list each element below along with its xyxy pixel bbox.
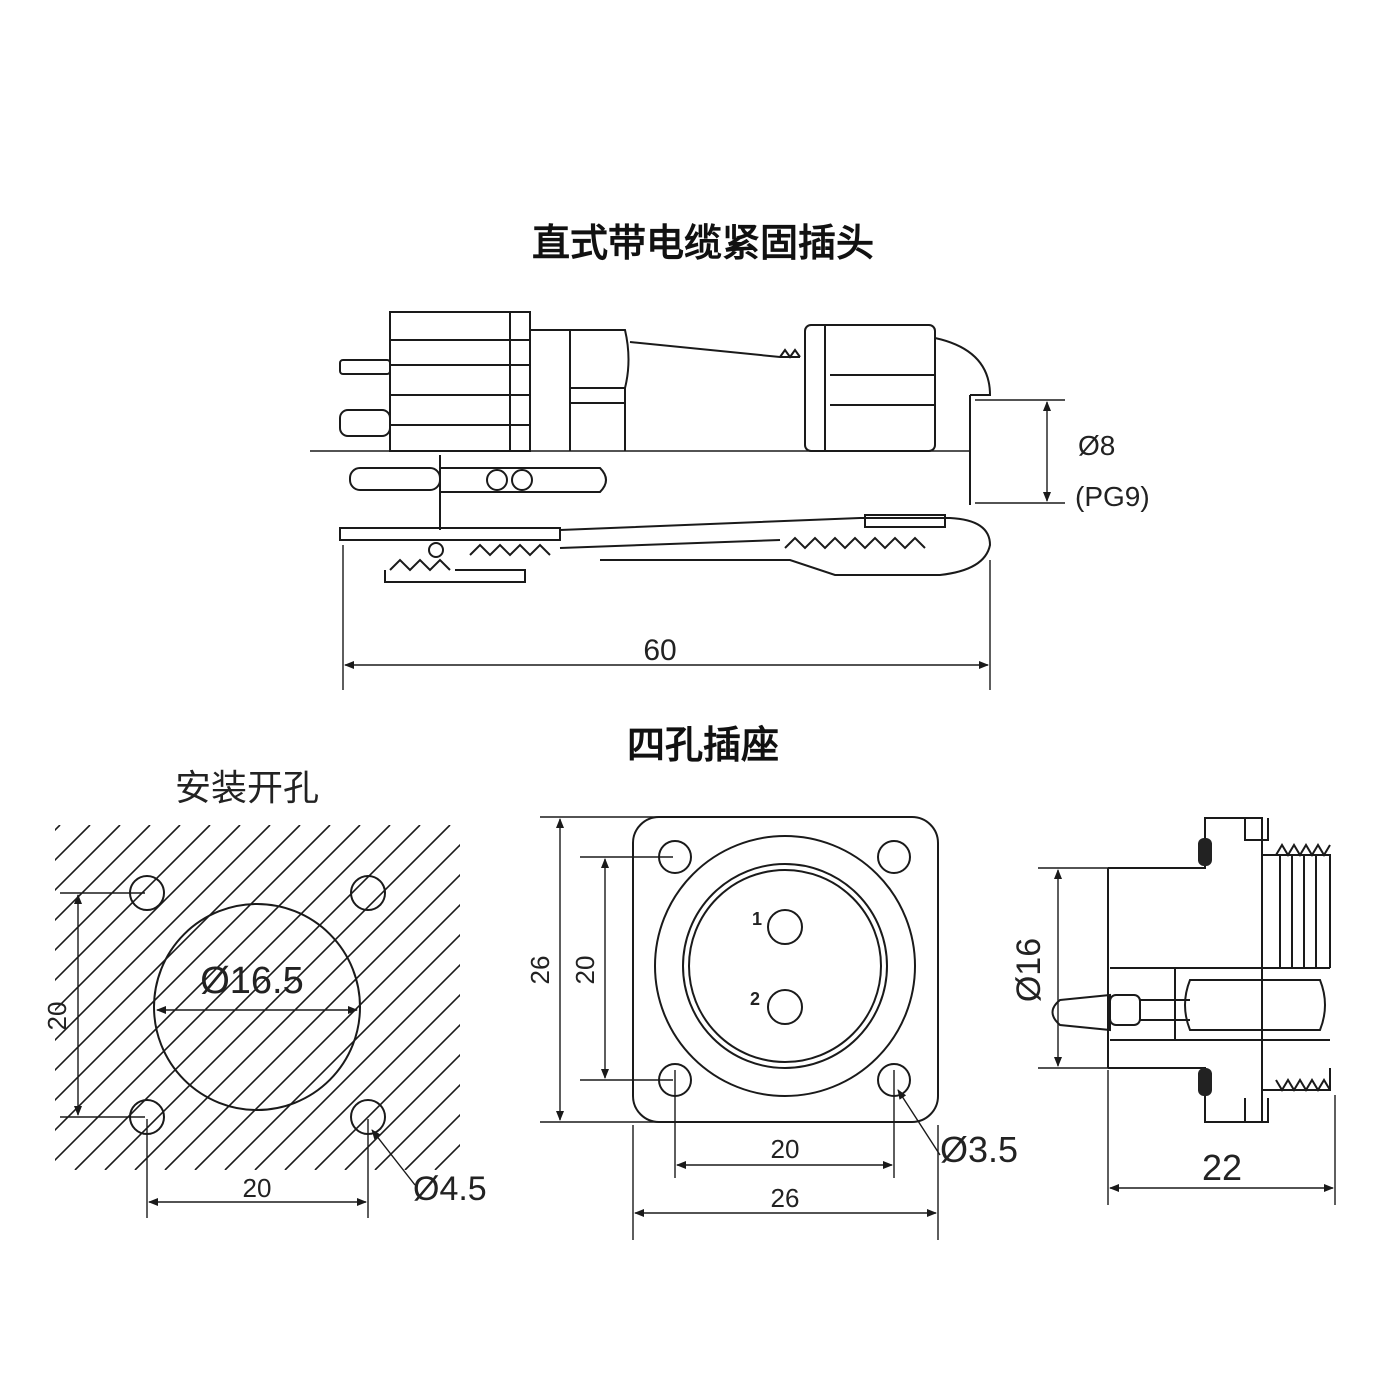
socket-front-view: 1 2 26 20 20 26 Ø3.5 <box>525 816 1018 1240</box>
body-dia-label: Ø16 <box>1010 938 1048 1002</box>
thread-teeth <box>1275 843 1331 857</box>
hatch-line <box>74 825 421 1170</box>
hatch-line <box>0 825 30 1170</box>
thread-lines <box>1279 855 1317 968</box>
flange-lip <box>1244 818 1269 1123</box>
hatch-line <box>55 825 61 832</box>
hatch-line <box>164 873 460 1170</box>
socket-vspacing-label: 20 <box>570 956 600 985</box>
hatch-line <box>55 825 271 1042</box>
hatch-line <box>284 993 460 1170</box>
socket-pin <box>1051 993 1111 1032</box>
cutout-hole-leader <box>371 1129 416 1186</box>
sleeve-inner <box>559 539 781 549</box>
hatch-line <box>55 825 91 862</box>
hatch-line <box>55 825 151 922</box>
socket-flange <box>632 816 939 1123</box>
plug-taper <box>629 341 800 358</box>
seal-ring <box>1198 838 1212 866</box>
hatch-line <box>134 843 460 1170</box>
cable-gland-label: (PG9) <box>1075 481 1150 512</box>
pin-collar <box>486 469 508 491</box>
socket-side-view: Ø16 22 <box>1010 817 1336 1205</box>
cutout-hole-label: Ø4.5 <box>413 1170 487 1208</box>
hatch-line <box>55 825 241 1012</box>
socket-title: 四孔插座 <box>627 723 779 767</box>
coupling-nut <box>389 311 531 452</box>
flange-hole <box>877 840 911 874</box>
plug-pin-upper <box>339 359 391 375</box>
plug-body <box>530 329 630 451</box>
hatch-line <box>55 825 211 982</box>
plug-pin-section <box>349 467 441 491</box>
seal <box>864 514 946 528</box>
flange-hole-leader <box>897 1089 941 1156</box>
threaded-barrel <box>1262 854 1331 1091</box>
hatch-line <box>55 825 301 1072</box>
cable-dia-label: Ø8 <box>1078 430 1115 461</box>
cutout-dia-label: Ø16.5 <box>200 960 304 1002</box>
pin-collar <box>511 469 533 491</box>
nut-section <box>384 558 526 583</box>
socket-inner-ring <box>682 863 888 1069</box>
socket-hspacing-label: 20 <box>771 1134 800 1164</box>
hatch-line <box>55 825 391 1162</box>
pin-contact <box>439 455 607 530</box>
hatch-line <box>434 1143 460 1170</box>
sleeve-section <box>559 517 992 576</box>
thread-section <box>469 543 551 557</box>
hatch-line <box>55 825 331 1102</box>
gland-nut <box>804 324 936 452</box>
cutout-vspacing-label: 20 <box>42 1002 72 1031</box>
insert-section <box>1110 967 1330 1041</box>
hatch-pattern <box>0 825 840 1170</box>
hatch-line <box>254 963 460 1170</box>
mount-hole <box>350 875 386 911</box>
center-cutout-hole <box>153 903 361 1111</box>
insert-section <box>339 527 561 541</box>
socket-outer-ring <box>654 835 916 1097</box>
pin-1 <box>767 909 803 945</box>
length-label: 60 <box>643 634 676 667</box>
socket-inner-ring <box>688 869 882 1063</box>
hatch-line <box>374 1083 460 1170</box>
hatch-line <box>194 903 460 1170</box>
seal-ring <box>1198 1068 1212 1096</box>
pin-1-label: 1 <box>752 909 762 929</box>
pin-collar <box>1109 994 1141 1026</box>
plug-pin-mid <box>339 409 391 437</box>
pin-2-label: 2 <box>750 989 760 1009</box>
hatch-line <box>344 1053 460 1170</box>
thread-section <box>784 536 926 550</box>
plug-side-view: Ø8 (PG9) 60 <box>310 311 1150 690</box>
hatch-line <box>495 825 840 1170</box>
panel-cutout-view: Ø16.5 20 20 Ø4.5 <box>0 825 840 1218</box>
flange-width-label: 26 <box>771 1183 800 1213</box>
hatch-line <box>55 825 121 892</box>
flange-height-label: 26 <box>525 956 555 985</box>
pin-shaft <box>1140 999 1190 1021</box>
depth-label: 22 <box>1202 1147 1242 1188</box>
pin-2 <box>767 989 803 1025</box>
hatch-line <box>55 825 181 952</box>
hatch-line <box>55 825 361 1132</box>
body-step <box>570 387 625 404</box>
socket-body-side <box>1107 817 1263 1123</box>
thread-teeth <box>779 348 801 359</box>
hatch-line <box>224 933 460 1170</box>
cutout-title: 安装开孔 <box>175 768 319 809</box>
gland-dome <box>934 337 992 396</box>
thread-teeth <box>1275 1078 1331 1092</box>
hatch-line <box>314 1023 460 1170</box>
plug-title: 直式带电缆紧固插头 <box>532 221 874 265</box>
flange-hole-label: Ø3.5 <box>940 1129 1018 1170</box>
cutout-hspacing-label: 20 <box>243 1173 272 1203</box>
o-ring <box>428 542 444 558</box>
contact-sleeve <box>1184 979 1326 1031</box>
